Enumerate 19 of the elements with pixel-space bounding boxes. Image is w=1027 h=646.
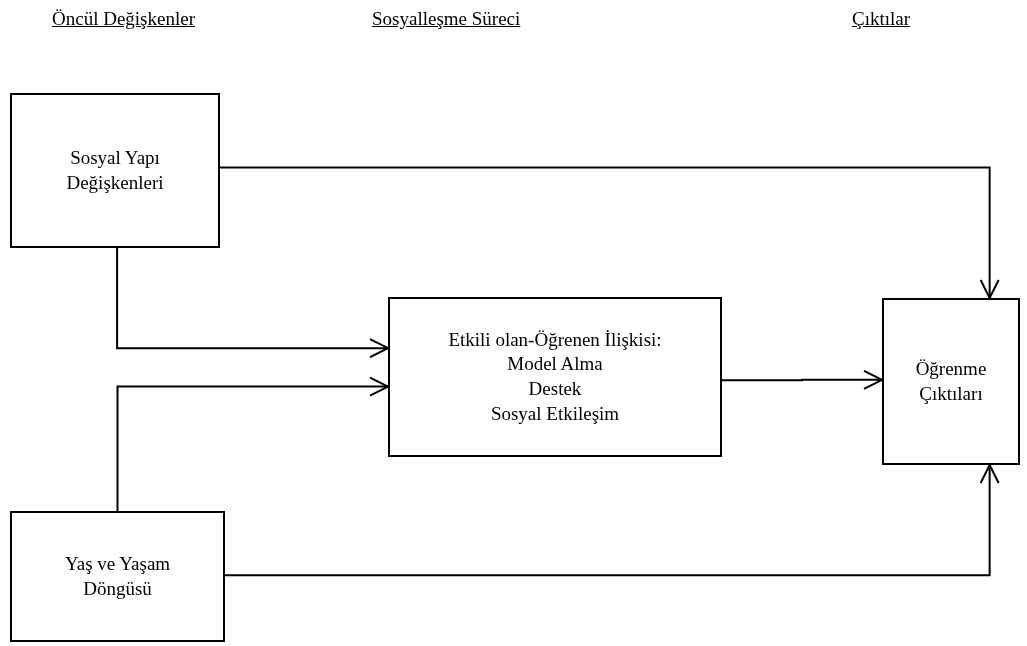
arrow <box>219 166 1000 299</box>
process-box <box>882 298 1020 465</box>
arrow <box>116 247 389 359</box>
arrow <box>224 464 1000 577</box>
column-heading: Öncül Değişkenler <box>52 8 195 30</box>
box-text: Etkili olan-Öğrenen İlişkisi: <box>448 327 662 352</box>
arrow <box>721 369 883 390</box>
box-text: Destek <box>528 377 582 401</box>
process-box <box>10 511 225 642</box>
column-heading: Çıktılar <box>852 8 911 30</box>
process-box <box>388 297 722 457</box>
box-text: Yaş ve Yaşam Döngüsü <box>63 551 172 601</box>
column-heading: Sosyalleşme Süreci <box>372 8 521 30</box>
box-text: Sosyal Etkileşim <box>490 401 620 426</box>
arrow <box>116 376 389 512</box>
box-text: Model Alma <box>507 352 603 377</box>
box-text: Sosyal Yapı Değişkenleri <box>65 145 165 195</box>
process-box <box>10 93 220 248</box>
box-text: Öğrenme Çıktıları <box>914 356 988 406</box>
